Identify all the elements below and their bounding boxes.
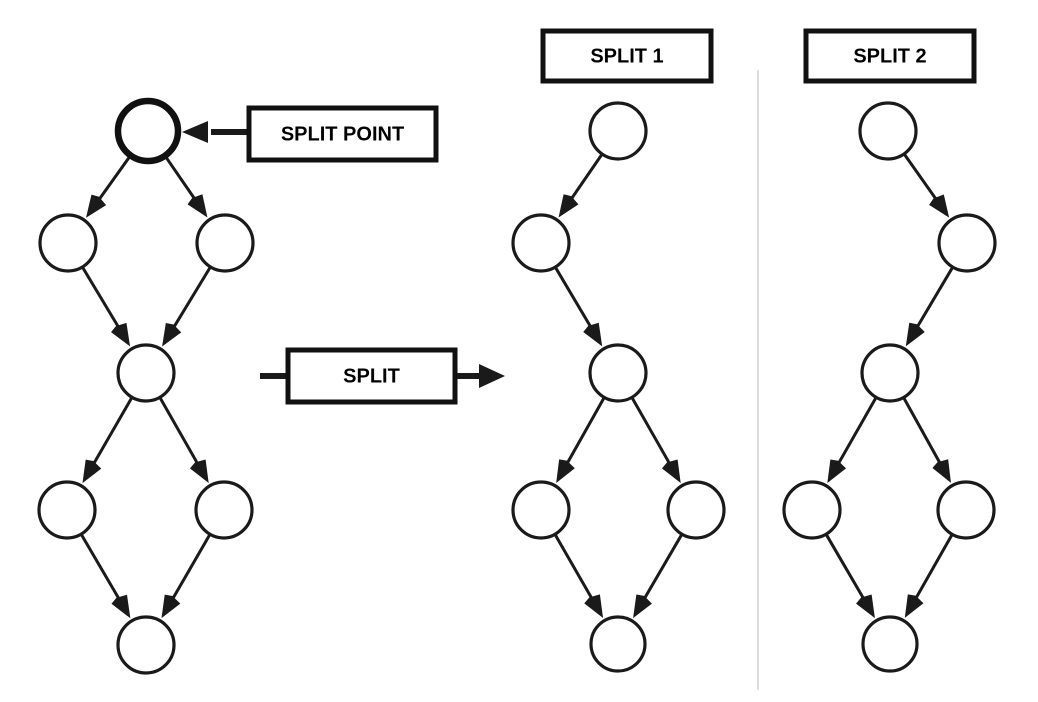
split-one-graph-edge-4-line (554, 534, 595, 602)
graph-node (860, 343, 920, 403)
split-two-label-box-text: SPLIT 2 (853, 45, 926, 67)
split-two-label-box-rect[interactable] (803, 28, 977, 84)
source-graph-edge-1-head (187, 194, 208, 218)
split-operation-label-box-rect[interactable] (285, 347, 458, 405)
split-two-graph-edge-1-line (914, 267, 954, 330)
split-two-graph-edge-4-head (856, 594, 875, 619)
source-graph-edge-6-line (80, 534, 122, 602)
graph-nodes-layer (37, 97, 997, 675)
split-point-label-box[interactable]: SPLIT POINT (246, 105, 439, 163)
graph-node (936, 480, 996, 540)
graph-node (861, 615, 919, 673)
graph-node (37, 480, 97, 540)
split-point-label-box-rect[interactable] (246, 105, 439, 163)
split-two-label-box[interactable]: SPLIT 2 (803, 28, 977, 84)
split-one-graph-edge-4-head (584, 594, 604, 618)
graph-node (511, 480, 571, 540)
split-point-node (114, 97, 182, 165)
source-graph-edge-1-line (164, 155, 198, 202)
source-graph-edge-7-head (161, 594, 181, 619)
split-one-graph-edge-0-line (568, 154, 603, 202)
graph-node (782, 480, 842, 540)
source-graph-edge-0-head (86, 194, 107, 218)
split-one-graph-edge-5-head (633, 594, 652, 619)
graph-node (937, 213, 997, 273)
source-graph-edge-5-head (189, 459, 209, 484)
graph-node (116, 615, 176, 675)
source-graph-edge-0-line (96, 155, 132, 203)
source-graph-edge-3-line (171, 267, 212, 331)
graph-node (858, 101, 918, 161)
split-one-graph-edge-1-line (554, 267, 594, 330)
source-graph-edge-3-head (162, 323, 182, 347)
graph-node (38, 213, 98, 273)
source-graph-edge-2-head (111, 322, 131, 347)
split-two-graph-edge-0-head (929, 194, 950, 218)
callout-connectors-layer (182, 121, 505, 388)
split-two-graph-edge-4-line (825, 534, 867, 602)
graph-edges-layer (80, 153, 954, 619)
split-one-label-box-text: SPLIT 1 (590, 45, 663, 67)
split-two-graph-edge-1-head (905, 322, 925, 347)
split-two-graph-edge-5-line (913, 534, 953, 602)
graph-node (666, 480, 726, 540)
source-graph-edge-5-line (159, 397, 201, 467)
split-two-graph-edge-3-line (902, 397, 943, 467)
split-point-label-box-text: SPLIT POINT (281, 123, 404, 145)
source-graph-edge-4-line (91, 397, 133, 467)
split-point-callout-arrowhead (182, 121, 208, 143)
graph-node (588, 343, 648, 403)
split-one-graph-edge-1-head (583, 322, 603, 347)
source-graph-edge-4-head (82, 459, 102, 484)
split-one-graph-edge-2-head (556, 459, 575, 483)
split-one-graph-edge-5-line (641, 534, 683, 602)
split-one-graph-edge-3-line (631, 397, 673, 467)
source-graph-edge-2-line (81, 267, 122, 331)
graph-node (511, 213, 571, 273)
split-two-graph-edge-5-head (904, 594, 924, 618)
label-boxes-layer: SPLIT POINT SPLIT SPLIT 1 SPLIT 2 (246, 28, 977, 405)
split-one-graph-edge-0-head (558, 194, 579, 218)
graph-node (116, 343, 176, 403)
split-one-graph-edge-2-line (564, 397, 606, 467)
source-graph-edge-7-line (170, 534, 211, 602)
split-one-graph-edge-3-head (661, 459, 681, 484)
split-two-graph-edge-2-line (835, 397, 877, 467)
split-two-graph-edge-3-head (932, 459, 951, 483)
graph-node (588, 101, 648, 161)
split-one-label-box-rect[interactable] (540, 28, 714, 84)
split-operation-label-box-text: SPLIT (343, 365, 400, 387)
source-graph-edge-6-head (111, 594, 131, 619)
split-two-graph-edge-0-line (903, 153, 939, 203)
graph-node (195, 213, 255, 273)
split-two-graph-edge-2-head (827, 459, 847, 484)
split-operation-label-box[interactable]: SPLIT (285, 347, 458, 405)
split-one-label-box[interactable]: SPLIT 1 (540, 28, 714, 84)
graph-node (589, 615, 647, 673)
split-operation-output-arrowhead (479, 364, 505, 388)
graph-node (194, 480, 254, 540)
